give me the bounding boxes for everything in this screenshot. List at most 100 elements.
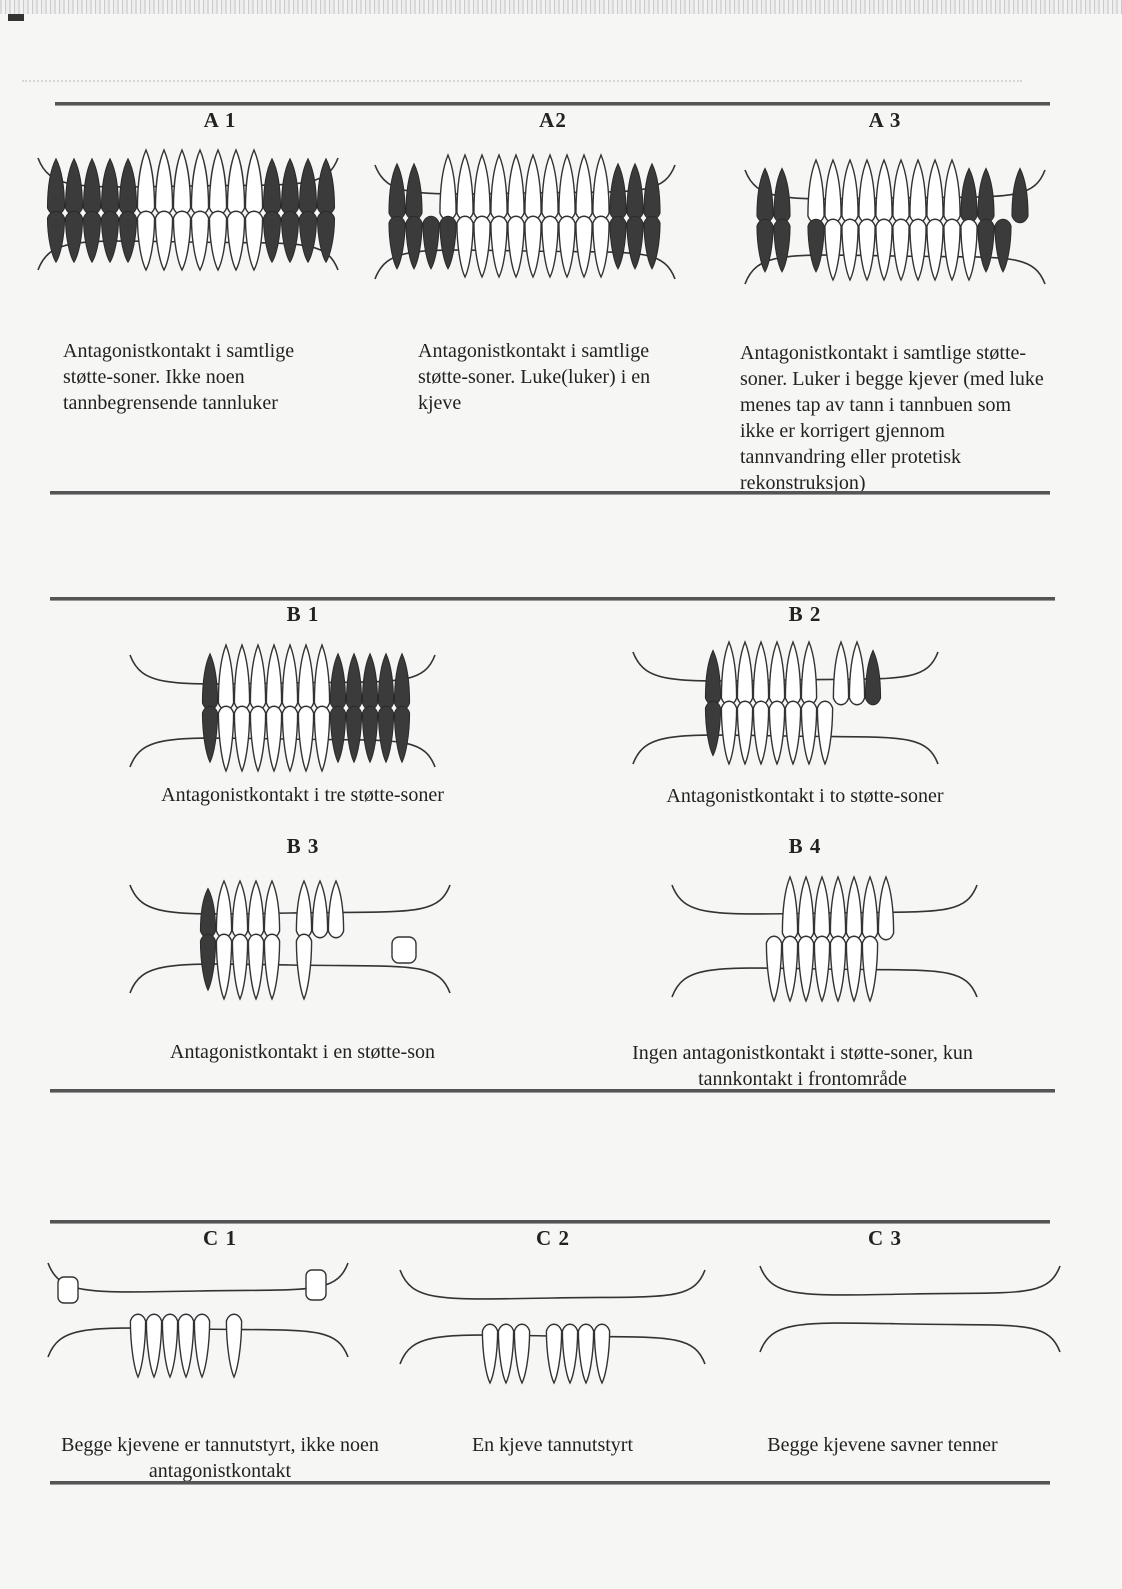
- svg-a3-upper-tooth-14: [978, 168, 994, 222]
- svg-a1-lower-tooth-5: [119, 211, 136, 262]
- svg-b4-lower-tooth-4: [814, 936, 829, 1001]
- svg-a3-upper-tooth-2: [774, 168, 790, 222]
- svg-b2-lower-tooth-1: [705, 701, 720, 755]
- svg-b3-upper-tooth-1: [200, 889, 215, 938]
- svg-c2-lower-tooth-8: [594, 1324, 609, 1383]
- svg-a2-upper-tooth-1: [389, 164, 405, 220]
- svg-b3-lower-tooth-7: [296, 934, 311, 999]
- svg-b3-upper-tooth-2: [216, 881, 231, 938]
- svg-b4-upper-tooth-4: [814, 877, 829, 940]
- svg-a3-lower-tooth-11: [927, 219, 943, 280]
- svg-b2-upper-tooth-2: [721, 642, 736, 705]
- panel-a1-caption: Antagonistkontakt i samtlige støtte-sone…: [63, 338, 333, 416]
- panel-a2-code: A2: [493, 108, 613, 133]
- svg-b1-lower-tooth-11: [362, 706, 377, 762]
- svg-a3-upper-tooth-11: [927, 160, 943, 223]
- svg-a1-upper-tooth-10: [209, 150, 226, 215]
- svg-b2-lower-tooth-8: [817, 701, 832, 764]
- svg-a1-lower-tooth-6: [137, 211, 154, 270]
- svg-a1-lower-tooth-9: [191, 211, 208, 270]
- svg-a2-upper-tooth-10: [542, 155, 558, 220]
- panel-c2-code: C 2: [493, 1226, 613, 1251]
- svg-a1-upper-tooth-15: [299, 159, 316, 215]
- svg-a1-lower-tooth-8: [173, 211, 190, 270]
- svg-b1-upper-tooth-2: [218, 645, 233, 710]
- scan-corner-mark: [8, 14, 24, 21]
- section-a-bottom-rule: [50, 491, 1050, 495]
- svg-a1-upper-tooth-2: [65, 159, 82, 215]
- svg-c1-lower-tooth-3: [162, 1314, 177, 1377]
- svg-b1-upper-tooth-13: [394, 654, 409, 710]
- svg-a2-lower-tooth-13: [593, 216, 609, 277]
- svg-b4-upper-tooth-7: [862, 877, 877, 940]
- svg-a1-upper-tooth-14: [281, 159, 298, 215]
- svg-b1-upper-tooth-7: [298, 645, 313, 710]
- svg-b2-upper-tooth-6: [785, 642, 800, 705]
- panel-a3-caption: Antagonistkontakt i samtlige støtte-sone…: [740, 340, 1050, 496]
- svg-b1-lower-tooth-5: [266, 706, 281, 771]
- svg-b4-upper-tooth-6: [846, 877, 861, 940]
- svg-a3-upper-tooth-16: [1012, 168, 1028, 222]
- panel-a1-dentition-diagram: [38, 150, 348, 275]
- panel-a1-code: A 1: [160, 108, 280, 133]
- svg-b2-upper-tooth-10: [849, 642, 864, 705]
- svg-b3-lower-tooth-5: [264, 934, 279, 999]
- panel-a3-dentition-diagram: [745, 160, 1055, 285]
- svg-a2-upper-tooth-14: [610, 164, 626, 220]
- svg-b1-lower-tooth-12: [378, 706, 393, 762]
- svg-a3-lower-tooth-12: [944, 219, 960, 280]
- svg-b1-upper-tooth-3: [234, 645, 249, 710]
- scan-speckle-line: [22, 80, 1022, 90]
- svg-b3-upper-tooth-3: [232, 881, 247, 938]
- svg-b2-lower-tooth-3: [737, 701, 752, 764]
- svg-b4-upper-tooth-2: [782, 877, 797, 940]
- svg-a3-lower-tooth-8: [876, 219, 892, 280]
- panel-b2-caption: Antagonistkontakt i to støtte-soner: [625, 783, 985, 809]
- svg-a1-upper-tooth-12: [245, 150, 262, 215]
- svg-b3-lower-tooth-3: [232, 934, 247, 999]
- svg-a1-upper-tooth-4: [101, 159, 118, 215]
- panel-c3-caption: Begge kjevene savner tenner: [740, 1432, 1025, 1458]
- svg-b1-upper-tooth-1: [202, 654, 217, 710]
- svg-a2-upper-tooth-12: [576, 155, 592, 220]
- svg-b1-lower-tooth-3: [234, 706, 249, 771]
- scan-edge-noise: [0, 0, 1122, 14]
- svg-c1-lower-tooth-7: [226, 1314, 241, 1377]
- svg-b3-lower-tooth-1: [200, 934, 215, 990]
- svg-a1-upper-tooth-11: [227, 150, 244, 215]
- svg-a2-lower-tooth-6: [474, 216, 490, 277]
- svg-b2-upper-tooth-7: [801, 642, 816, 705]
- svg-a2-lower-tooth-14: [610, 216, 626, 269]
- svg-a1-lower-tooth-1: [47, 211, 64, 262]
- panel-b2-code: B 2: [745, 602, 865, 627]
- svg-a3-upper-tooth-13: [961, 168, 977, 222]
- svg-a3-upper-tooth-8: [876, 160, 892, 223]
- svg-a2-upper-tooth-9: [525, 155, 541, 220]
- panel-b4-dentition-diagram: [672, 875, 982, 1005]
- svg-c2-upper-gum-line: [400, 1270, 705, 1299]
- svg-b4-lower-tooth-5: [830, 936, 845, 1001]
- panel-b1-dentition-diagram: [130, 637, 440, 772]
- svg-a3-lower-tooth-2: [774, 219, 790, 272]
- section-b-top-rule: [50, 597, 1055, 601]
- section-c-bottom-rule: [50, 1481, 1050, 1485]
- panel-b2-dentition-diagram: [633, 632, 943, 767]
- svg-a3-upper-tooth-12: [944, 160, 960, 223]
- svg-a2-lower-tooth-9: [525, 216, 541, 277]
- svg-a3-lower-tooth-4: [808, 219, 824, 272]
- panel-b3-code: B 3: [243, 834, 363, 859]
- panel-a3-code: A 3: [825, 108, 945, 133]
- svg-a2-upper-tooth-16: [644, 164, 660, 220]
- svg-c1-lower-tooth-1: [130, 1314, 145, 1377]
- svg-b1-upper-tooth-5: [266, 645, 281, 710]
- svg-b1-upper-tooth-11: [362, 654, 377, 710]
- svg-a1-lower-tooth-10: [209, 211, 226, 270]
- section-b-bottom-rule: [50, 1089, 1055, 1093]
- svg-a2-upper-tooth-7: [491, 155, 507, 220]
- svg-a3-lower-tooth-9: [893, 219, 909, 280]
- panel-c3-dentition-diagram: [760, 1268, 1070, 1358]
- svg-c3-upper-gum-line: [760, 1266, 1060, 1295]
- svg-c2-lower-tooth-6: [562, 1324, 577, 1383]
- svg-a2-lower-tooth-1: [389, 216, 405, 269]
- svg-b1-upper-tooth-12: [378, 654, 393, 710]
